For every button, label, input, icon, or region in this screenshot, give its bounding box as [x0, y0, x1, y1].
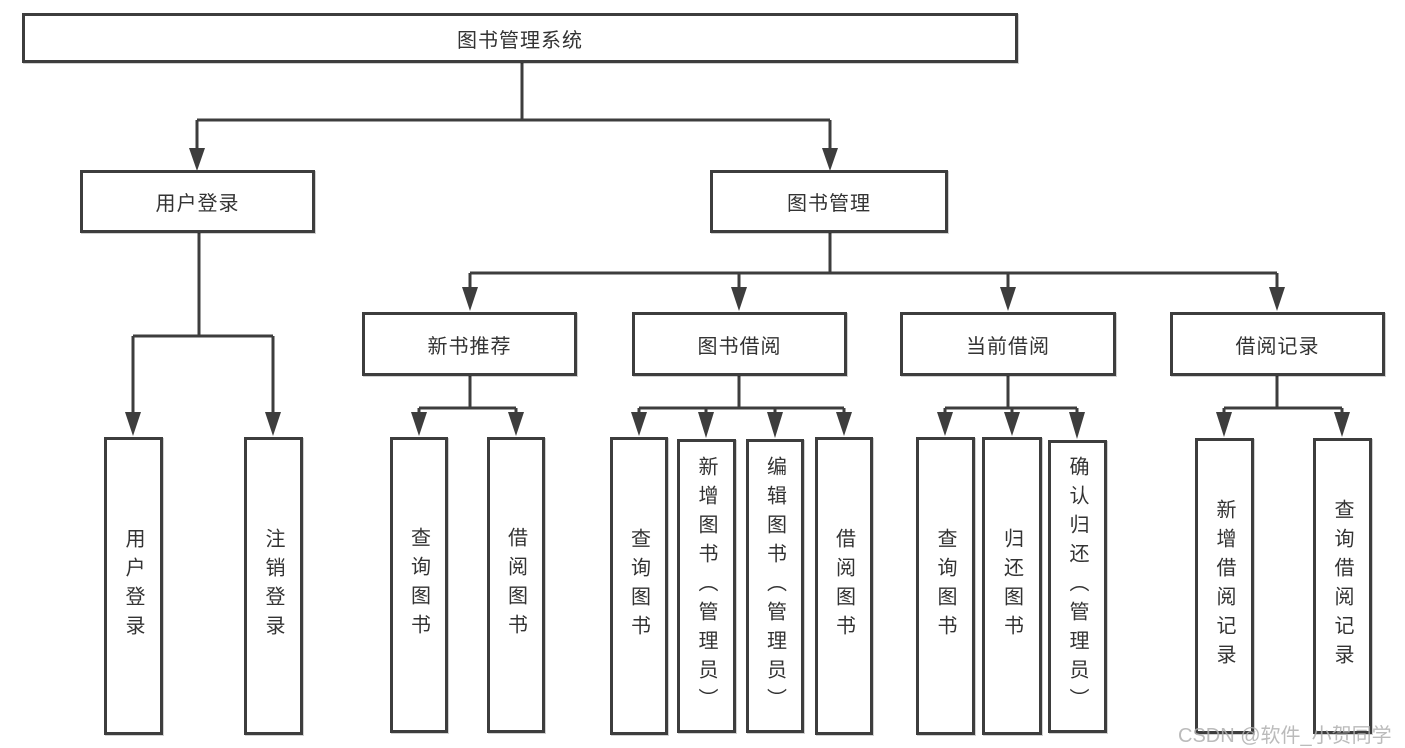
node-book-borrowing: 图书借阅 [632, 312, 847, 376]
leaf-borrow-books-recommend: 借阅图书 [487, 437, 545, 733]
leaf-query-borrow-record: 查询借阅记录 [1313, 438, 1372, 734]
leaf-return-books: 归还图书 [982, 437, 1042, 735]
leaf-confirm-return-admin: 确认归还（管理员） [1048, 440, 1107, 733]
leaf-query-books-current: 查询图书 [916, 437, 975, 735]
leaf-logout: 注销登录 [244, 437, 303, 735]
csdn-watermark: CSDN @软件_小贺同学 [1178, 725, 1392, 747]
leaf-add-borrow-record: 新增借阅记录 [1195, 438, 1254, 734]
node-current-borrowing: 当前借阅 [900, 312, 1116, 376]
node-new-book-recommendation: 新书推荐 [362, 312, 577, 376]
leaf-edit-books-admin: 编辑图书（管理员） [746, 439, 804, 733]
leaf-add-books-admin: 新增图书（管理员） [677, 439, 736, 733]
node-borrowing-records: 借阅记录 [1170, 312, 1385, 376]
leaf-query-books-recommend: 查询图书 [390, 437, 448, 733]
node-book-management: 图书管理 [710, 170, 948, 233]
node-user-login: 用户登录 [80, 170, 315, 233]
leaf-borrow-books: 借阅图书 [815, 437, 873, 735]
leaf-query-books-borrowing: 查询图书 [610, 437, 668, 735]
leaf-user-login: 用户登录 [104, 437, 163, 735]
root-node-book-management-system: 图书管理系统 [22, 13, 1018, 63]
